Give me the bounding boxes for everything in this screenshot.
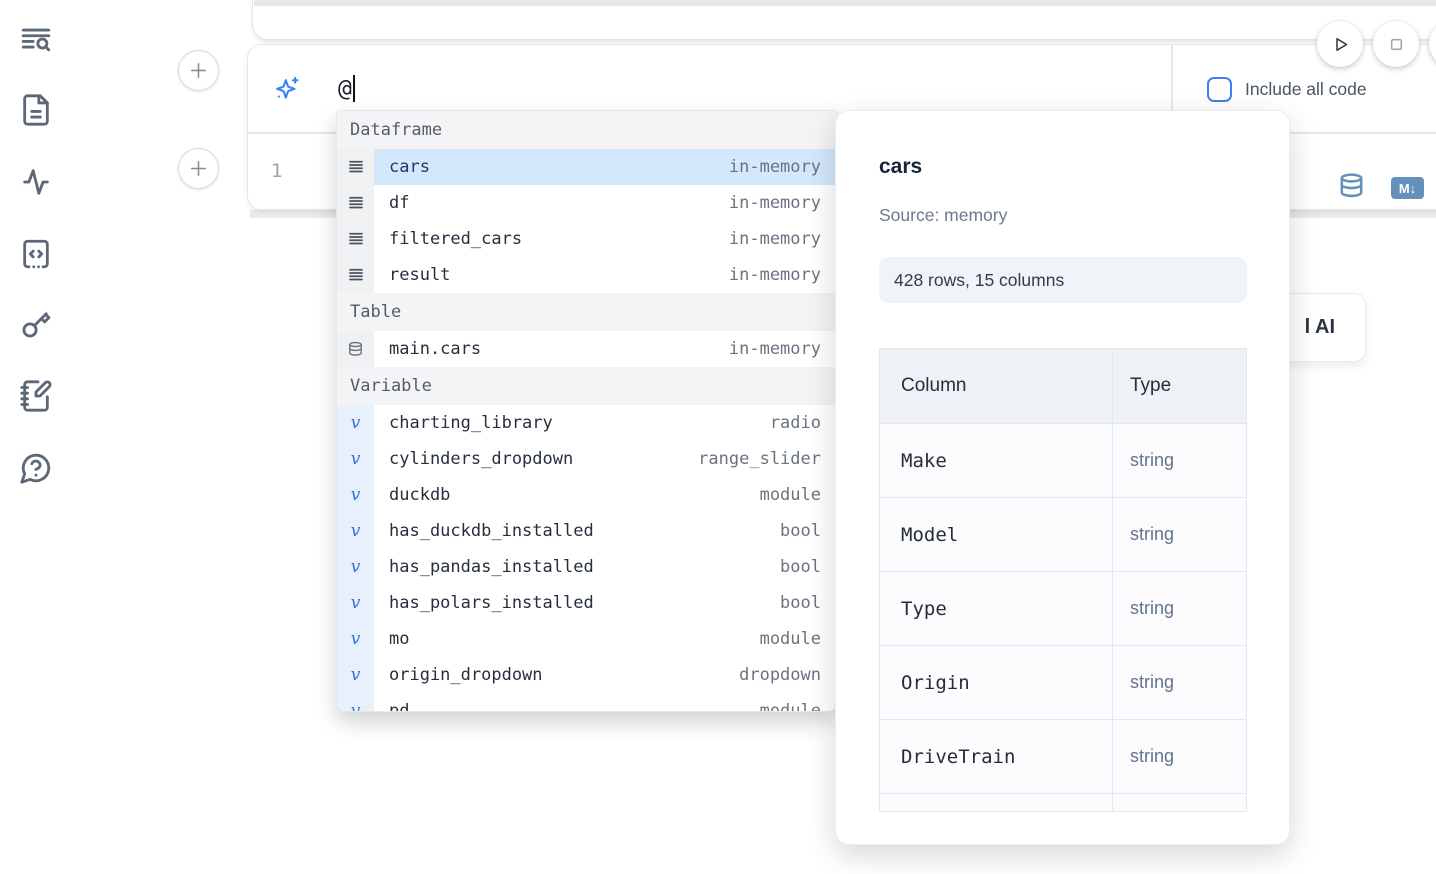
run-cell-button[interactable] [1317,21,1363,67]
toc-search-icon[interactable] [19,23,53,57]
section-header-variable: Variable [337,367,837,405]
activity-variables-icon[interactable] [19,165,53,199]
preview-title: cars [879,155,923,178]
code-editor-row[interactable]: 1 [248,134,1436,210]
stop-button[interactable] [1373,21,1419,67]
text-caret [352,75,355,102]
preview-shape-badge: 428 rows, 15 columns [879,257,1247,303]
database-sources-icon[interactable] [1337,172,1366,201]
notebook-pen-icon[interactable] [19,379,53,413]
type-header: Type [1130,375,1172,396]
markdown-convert-icon[interactable]: M↓ [1391,177,1424,199]
variable-icon: v [337,477,374,513]
preview-source: Source: memory [879,205,1008,225]
schema-header-row: Column Type [880,349,1246,423]
dataframe-preview-panel: cars Source: memory 428 rows, 15 columns… [835,110,1290,845]
variable-icon: v [337,513,374,549]
dataframe-rows-icon [337,149,374,185]
scratchpad-code-icon[interactable] [19,237,53,271]
previous-cell-divider [254,0,1436,6]
ai-prompt-row[interactable]: @ [248,45,1436,132]
variable-icon: v [337,441,374,477]
add-cell-below-button[interactable] [178,148,219,189]
table-row: DriveTrain string [880,719,1246,793]
add-cell-above-button[interactable] [178,50,219,91]
table-row: Model string [880,497,1246,571]
table-row: Type string [880,571,1246,645]
ai-prompt-input[interactable]: @ [338,75,352,102]
key-secrets-icon[interactable] [19,307,53,341]
variable-icon: v [337,405,374,441]
table-row-clipped [880,793,1246,811]
variable-icon: v [337,657,374,693]
table-row: Origin string [880,645,1246,719]
file-document-icon[interactable] [19,93,53,127]
help-chat-icon[interactable] [19,451,53,485]
include-all-code-checkbox[interactable]: Include all code [1207,77,1367,102]
checkbox-box[interactable] [1207,77,1232,102]
dataframe-rows-icon [337,221,374,257]
line-number: 1 [271,160,283,183]
extra-control-button[interactable] [1429,21,1436,67]
section-header-table: Table [337,293,837,331]
variable-icon: v [337,585,374,621]
previous-cell-bottom [252,0,1436,40]
variable-icon: v [337,693,374,711]
section-header-dataframe: Dataframe [337,111,837,149]
ai-button-label: l AI [1304,316,1335,338]
variable-icon: v [337,621,374,657]
variable-icon: v [337,549,374,585]
ai-row-divider [1171,45,1173,132]
dataframe-rows-icon [337,257,374,293]
schema-table: Column Type Make string Model string Typ… [879,348,1247,812]
checkbox-label: Include all code [1245,79,1367,99]
column-header: Column [901,375,967,396]
table-row: Make string [880,423,1246,497]
dataframe-rows-icon [337,185,374,221]
sparkles-icon [273,75,301,103]
database-icon [337,331,374,367]
